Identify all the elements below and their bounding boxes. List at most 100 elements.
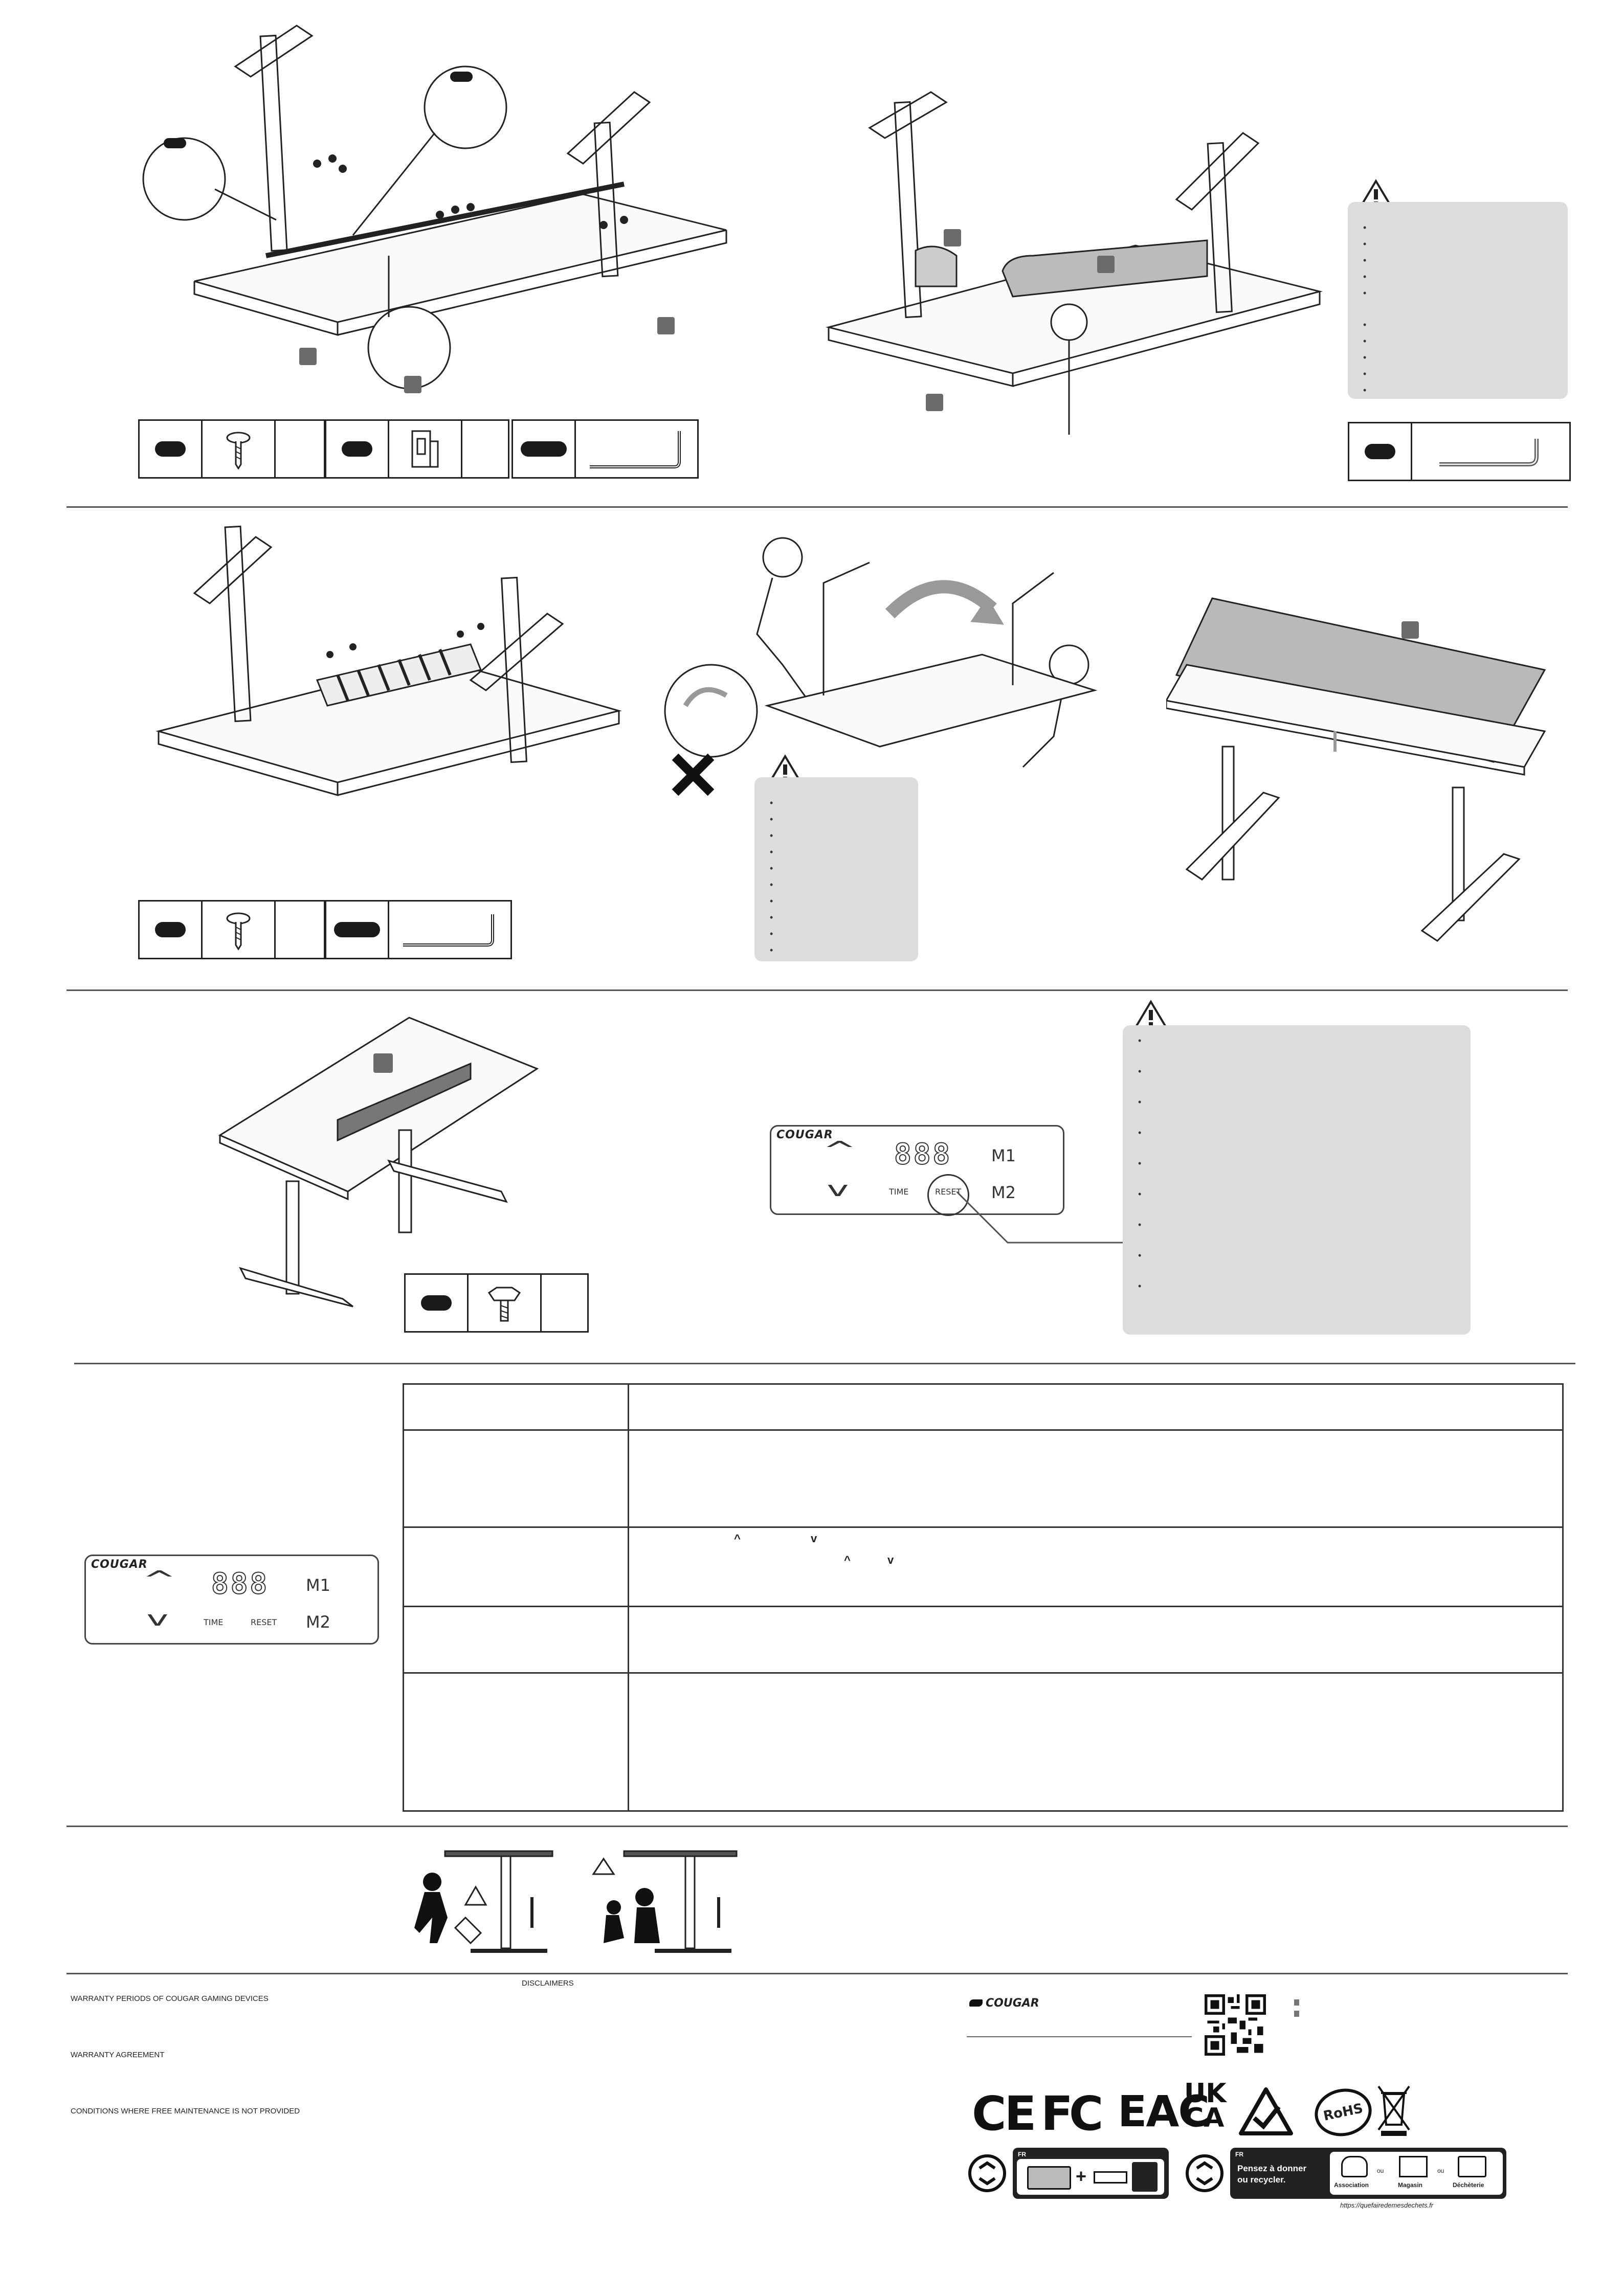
desk-mat-illustration — [1166, 597, 1546, 942]
divider — [66, 506, 1568, 508]
control-panel: COUGAR ^ 888 M1 v TIME RESET M2 — [84, 1555, 379, 1645]
table-row — [403, 1383, 1564, 1431]
heart-hand-icon — [1341, 2156, 1368, 2177]
brand-logo: COUGAR — [969, 1997, 1039, 2010]
divider — [66, 1826, 1568, 1827]
m1-button[interactable]: M1 — [306, 1575, 330, 1595]
bracket-icon — [411, 430, 439, 468]
time-button[interactable]: TIME — [889, 1187, 909, 1197]
divider — [66, 1973, 1568, 1974]
qty-pill — [334, 922, 380, 937]
step3-parts-screw — [138, 900, 325, 959]
part-tag — [404, 376, 421, 393]
option-or: ou — [1377, 2167, 1384, 2174]
qty-pill — [1365, 444, 1395, 459]
step3-warning-panel — [754, 777, 918, 961]
recycle-badge: FR Pensez à donner ou recycler. Associat… — [1230, 2148, 1506, 2199]
height-display: 888 — [894, 1137, 952, 1172]
up-button[interactable]: ^ — [142, 1566, 176, 1592]
ce-mark: CE — [972, 2086, 1036, 2141]
weee-bin-icon — [1377, 2085, 1410, 2136]
step3-parts-allen-key — [325, 900, 512, 959]
divider — [967, 2036, 1192, 2037]
step3-illustration — [155, 525, 622, 796]
m2-button[interactable]: M2 — [991, 1183, 1016, 1202]
table-row — [403, 1429, 1564, 1528]
fcc-mark: FC — [1041, 2086, 1103, 2141]
down-button[interactable]: v — [827, 1178, 849, 1201]
recycle-title: Pensez à donner ou recycler. — [1237, 2164, 1307, 2185]
table-row: ^ v ^ v — [403, 1526, 1564, 1607]
social-icon — [1294, 2011, 1299, 2017]
step1-parts-allen-key — [511, 419, 699, 479]
qty-pill — [155, 441, 186, 457]
option-or: ou — [1437, 2167, 1444, 2174]
time-button[interactable]: TIME — [204, 1617, 224, 1627]
flip-desk-illustration — [664, 537, 1098, 796]
recycle-icon — [968, 2154, 1006, 2192]
reset-highlight-circle — [927, 1174, 969, 1216]
down-symbol: v — [811, 1532, 817, 1545]
eac-mark: EAC — [1118, 2086, 1210, 2136]
social-icon — [1294, 1999, 1299, 2006]
up-symbol: ^ — [734, 1532, 741, 1545]
allen-key-icon — [590, 431, 681, 468]
option-decheterie: Déchèterie — [1453, 2181, 1484, 2189]
qty-pill — [421, 1295, 452, 1311]
qty-pill — [342, 441, 372, 457]
recycle-icon — [1186, 2154, 1223, 2192]
brand-name: COUGAR — [986, 1997, 1039, 2010]
table-row — [403, 1672, 1564, 1812]
reset-warning-panel — [1123, 1025, 1471, 1335]
cougar-head-icon — [969, 1999, 983, 2007]
step1-illustration — [142, 25, 727, 390]
rcm-mark — [1239, 2087, 1293, 2135]
fr-badge: FR — [1018, 2151, 1026, 2158]
sorting-badge: FR + — [1013, 2148, 1169, 2199]
part-tag — [299, 348, 317, 365]
recycle-url: https://quefairedemesdechets.fr — [1340, 2201, 1434, 2209]
bin-icon — [1132, 2162, 1158, 2192]
step2-parts-allen-key — [1348, 422, 1571, 481]
reset-button[interactable]: RESET — [251, 1617, 277, 1627]
step1-parts-screw — [138, 419, 325, 479]
allen-key-icon — [403, 914, 494, 947]
plus-icon: + — [1076, 2166, 1087, 2187]
option-association: Association — [1334, 2181, 1369, 2189]
qr-code-icon — [1205, 1994, 1266, 2056]
packaging-icon — [1027, 2166, 1071, 2190]
up-button[interactable]: ^ — [822, 1137, 857, 1163]
screw-icon — [226, 432, 251, 469]
waste-site-icon — [1458, 2156, 1486, 2177]
screw-icon — [226, 912, 251, 950]
down-button[interactable]: v — [146, 1607, 169, 1631]
rohs-label: RoHS — [1322, 2101, 1365, 2124]
allen-key-icon — [1439, 439, 1539, 466]
shop-icon — [1399, 2156, 1428, 2177]
disclaimers-heading: DISCLAIMERS — [522, 1979, 574, 1988]
m2-button[interactable]: M2 — [306, 1612, 330, 1632]
warranty-periods-heading: WARRANTY PERIODS OF COUGAR GAMING DEVICE… — [71, 1994, 269, 2003]
table-row — [403, 1606, 1564, 1674]
warranty-agreement-heading: WARRANTY AGREEMENT — [71, 2051, 165, 2059]
step4-parts-knob — [404, 1273, 589, 1333]
step2-illustration — [826, 91, 1323, 435]
sorting-inner: + — [1017, 2159, 1164, 2195]
control-panel: COUGAR ^ 888 M1 v TIME RESET M2 — [770, 1125, 1064, 1216]
knob-icon — [487, 1287, 521, 1322]
callout-line — [956, 1191, 1125, 1244]
paper-icon — [1094, 2171, 1127, 2184]
fr-badge: FR — [1235, 2151, 1243, 2158]
recycle-options: Association ou Magasin ou Déchèterie — [1330, 2152, 1503, 2195]
safety-warning-illustration — [414, 1850, 738, 1953]
brand-logo: COUGAR — [91, 1558, 148, 1571]
conditions-heading: CONDITIONS WHERE FREE MAINTENANCE IS NOT… — [71, 2107, 300, 2115]
part-tag — [657, 317, 675, 334]
button-function-table: ^ v ^ v — [403, 1383, 1564, 1812]
step4-illustration — [218, 1017, 539, 1308]
divider — [74, 1363, 1575, 1364]
rohs-mark: RoHS — [1310, 2083, 1376, 2142]
divider — [66, 989, 1568, 991]
m1-button[interactable]: M1 — [991, 1146, 1016, 1165]
qty-pill — [521, 441, 567, 457]
